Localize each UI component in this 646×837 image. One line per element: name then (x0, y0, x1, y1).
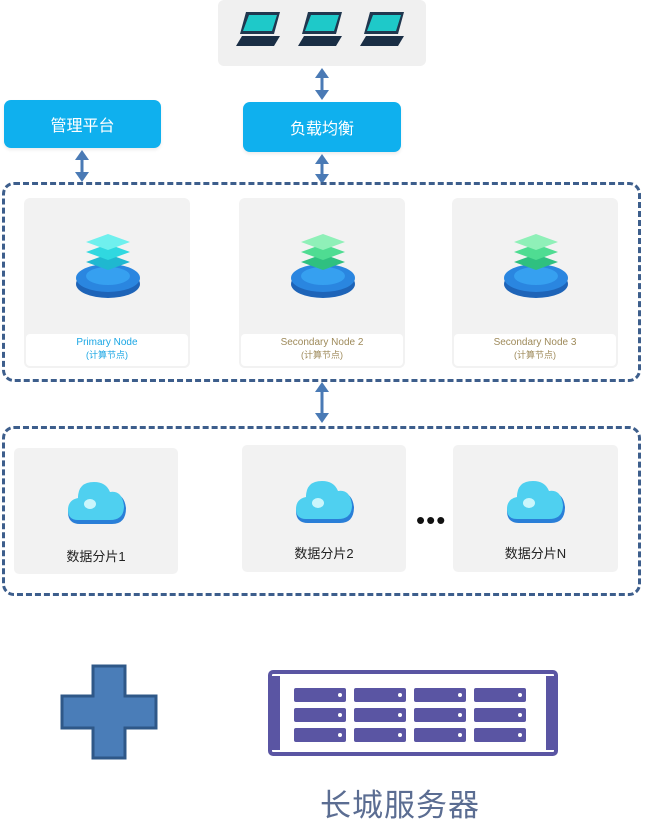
laptop-icon (298, 12, 342, 46)
arrow-lb-nodes (315, 154, 329, 184)
shard-card-2[interactable]: 数据分片2 (242, 445, 406, 572)
server-brand-label: 长城服务器 (320, 788, 480, 823)
client-panel (218, 0, 426, 66)
cloud-icon (296, 481, 354, 523)
shard-label: 数据分片2 (294, 546, 354, 561)
compute-nodes-group (2, 182, 641, 382)
node-label: Primary Node (计算节点) (26, 334, 188, 366)
shard-card-1[interactable]: 数据分片1 (14, 448, 178, 574)
node-subtitle: (计算节点) (301, 350, 343, 360)
node-label: Secondary Node 2 (计算节点) (241, 334, 403, 366)
laptop-icon (236, 12, 280, 46)
node-subtitle: (计算节点) (86, 350, 128, 360)
node-subtitle: (计算节点) (514, 350, 556, 360)
cloud-icon (68, 482, 126, 524)
node-card-secondary-3[interactable]: Secondary Node 3 (计算节点) (452, 198, 618, 368)
node-title: Secondary Node 2 (280, 337, 364, 348)
node-card-secondary-2[interactable]: Secondary Node 2 (计算节点) (239, 198, 405, 368)
node-title: Secondary Node 3 (493, 337, 577, 348)
server-stack-icon (291, 234, 355, 298)
server-stack-icon (504, 234, 568, 298)
shard-label: 数据分片1 (66, 549, 126, 564)
load-balancer-button[interactable]: 负载均衡 (243, 102, 401, 152)
arrow-clients-lb (315, 68, 329, 100)
node-label: Secondary Node 3 (计算节点) (454, 334, 616, 366)
arrow-management-nodes (75, 150, 89, 182)
arrow-nodes-shards (315, 382, 329, 423)
node-card-primary[interactable]: Primary Node (计算节点) (24, 198, 190, 368)
server-rack-icon (268, 670, 558, 756)
node-title: Primary Node (76, 337, 138, 348)
ellipsis: ••• (416, 505, 447, 535)
server-stack-icon (76, 234, 140, 298)
data-shards-group (2, 426, 641, 596)
management-platform-label: 管理平台 (50, 118, 115, 135)
shard-label: 数据分片N (504, 546, 567, 561)
shard-card-n[interactable]: 数据分片N (453, 445, 618, 572)
management-platform-button[interactable]: 管理平台 (4, 100, 161, 148)
plus-icon (60, 664, 158, 760)
cloud-icon (507, 481, 565, 523)
load-balancer-label: 负载均衡 (289, 121, 354, 138)
laptop-icon (360, 12, 404, 46)
